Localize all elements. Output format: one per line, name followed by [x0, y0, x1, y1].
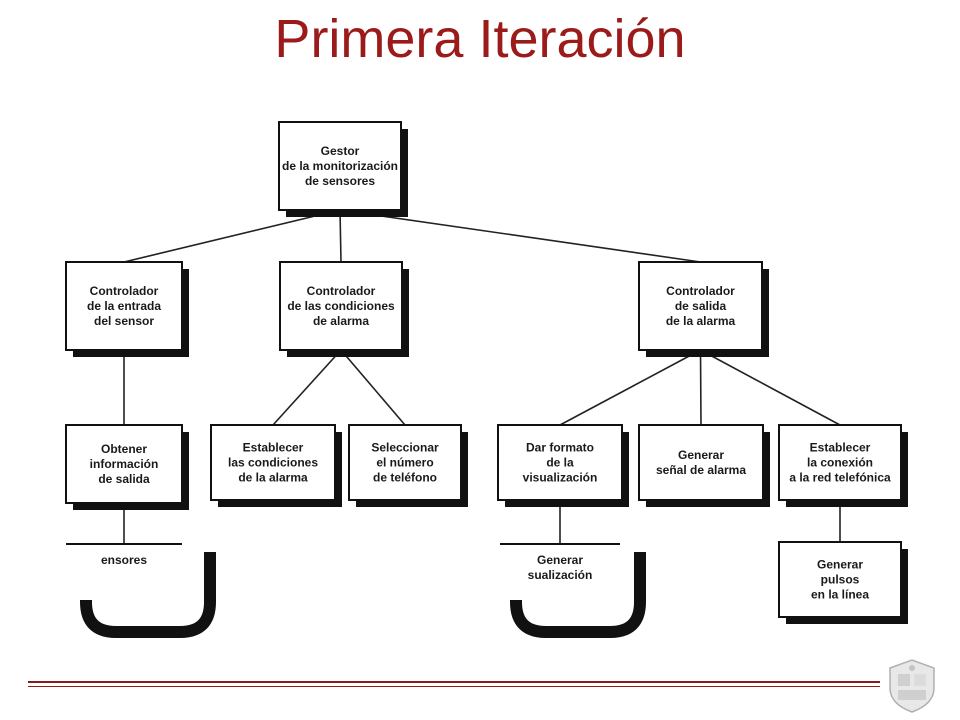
node-box — [638, 261, 763, 351]
node-label-line: Controlador — [90, 284, 159, 298]
edge-ctrl-condiciones-seleccionar — [340, 349, 406, 426]
edge-gestor-ctrl-salida — [339, 209, 701, 263]
edge-ctrl-condiciones-establecer-cond — [272, 349, 342, 426]
edge-ctrl-salida-establecer-conexion — [700, 349, 841, 426]
node-box — [278, 121, 402, 211]
node-box-partial — [66, 544, 182, 600]
node-label-line: de las condiciones — [287, 299, 395, 313]
node-box — [210, 424, 336, 501]
node-label-line: Controlador — [666, 284, 735, 298]
node-label-line: la conexión — [807, 456, 873, 470]
university-crest-icon — [882, 658, 942, 714]
edge-ctrl-salida-dar-formato — [559, 349, 701, 426]
loop-symbol-2 — [510, 552, 646, 638]
node-box-partial — [500, 544, 620, 600]
node-label-line: visualización — [523, 471, 598, 485]
node-label-line: de salida — [675, 299, 727, 313]
node-sensores-partial: ensores — [66, 543, 182, 600]
node-label-line: Dar formato — [526, 441, 594, 455]
node-label-line: de la — [546, 456, 574, 470]
node-label-line: Establecer — [243, 441, 304, 455]
slide-title: Primera Iteración — [274, 9, 686, 69]
node-label-line: del sensor — [94, 314, 154, 328]
node-box — [65, 261, 183, 351]
node-label-line: en la línea — [811, 588, 869, 602]
node-label-line: Generar — [817, 558, 863, 572]
node-label-line: de la alarma — [238, 471, 308, 485]
node-label-line: de salida — [98, 472, 150, 486]
node-label-line: Gestor — [321, 144, 360, 158]
node-label-line: de teléfono — [373, 471, 437, 485]
node-box — [778, 424, 902, 501]
node-label-line: Generar — [537, 553, 583, 567]
node-label-line: el número — [376, 456, 433, 470]
node-label-line: a la red telefónica — [789, 471, 891, 485]
node-label-line: información — [90, 457, 159, 471]
node-label-line: de alarma — [313, 314, 369, 328]
node-label-line: ensores — [101, 553, 147, 567]
repetition-symbols — [80, 552, 646, 638]
node-label-line: Obtener — [101, 442, 147, 456]
node-box — [279, 261, 403, 351]
node-box — [497, 424, 623, 501]
node-label-line: pulsos — [821, 573, 860, 587]
node-label-line: sualización — [528, 568, 593, 582]
node-label-line: de la monitorización — [282, 159, 398, 173]
node-label-line: Controlador — [307, 284, 376, 298]
node-label-line: las condiciones — [228, 456, 318, 470]
edge-gestor-ctrl-condiciones — [339, 209, 342, 263]
edges — [123, 209, 841, 546]
node-box — [638, 424, 764, 501]
edge-ctrl-salida-generar-senal — [699, 349, 702, 426]
node-box — [348, 424, 462, 501]
node-label-line: de la alarma — [666, 314, 736, 328]
node-label-line: de la entrada — [87, 299, 161, 313]
footer-divider-thin — [28, 686, 880, 687]
node-label-line: señal de alarma — [656, 463, 746, 477]
node-label-line: Seleccionar — [371, 441, 439, 455]
footer-divider — [28, 681, 880, 683]
edge-gestor-ctrl-entrada — [123, 209, 341, 263]
node-box — [778, 541, 902, 618]
node-box — [65, 424, 183, 504]
node-label-line: Generar — [678, 448, 724, 462]
node-label-line: Establecer — [810, 441, 871, 455]
loop-symbol-1 — [80, 552, 216, 638]
node-label-line: de sensores — [305, 174, 375, 188]
